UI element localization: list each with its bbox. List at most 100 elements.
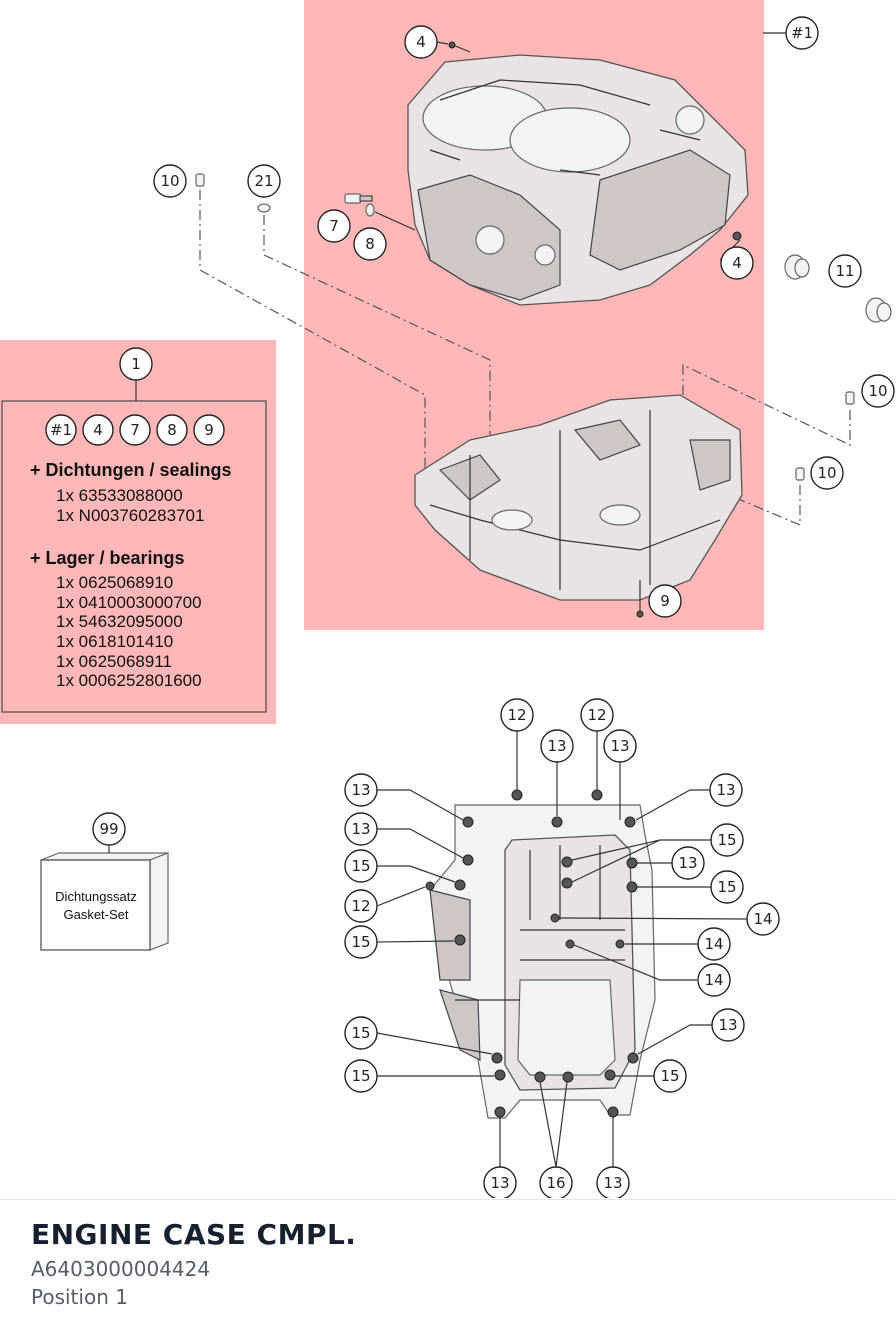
callout-assembly-1[interactable]: #1 — [785, 16, 819, 50]
callout-12[interactable]: 12 — [580, 698, 614, 732]
ref-chip: 9 — [204, 421, 214, 439]
svg-text:15: 15 — [351, 1024, 370, 1042]
callout-21[interactable]: 21 — [247, 164, 281, 198]
svg-text:12: 12 — [507, 706, 526, 724]
svg-text:12: 12 — [351, 897, 370, 915]
svg-text:21: 21 — [254, 172, 273, 190]
crankcase-bottom-view-drawing — [429, 804, 656, 1119]
lower-crankcase-drawing — [414, 394, 743, 601]
callout-10[interactable]: 10 — [861, 374, 895, 408]
gasket-set-label-de: Dichtungssatz — [55, 889, 137, 904]
svg-text:14: 14 — [704, 935, 723, 953]
callout-15[interactable]: 15 — [344, 849, 378, 883]
part-title: ENGINE CASE CMPL. — [31, 1218, 357, 1251]
gasket-set-box[interactable]: Dichtungssatz Gasket-Set — [40, 843, 169, 951]
bottom-view-bolts — [425, 789, 639, 1118]
svg-text:13: 13 — [351, 820, 370, 838]
ref-chip: #1 — [50, 421, 72, 439]
callout-13[interactable]: 13 — [344, 773, 378, 807]
callout-4[interactable]: 4 — [404, 25, 438, 59]
svg-text:14: 14 — [753, 910, 772, 928]
callout-12[interactable]: 12 — [344, 889, 378, 923]
dowel-10-left — [195, 173, 205, 187]
callout-13[interactable]: 13 — [483, 1166, 517, 1198]
svg-text:14: 14 — [704, 971, 723, 989]
upper-crankcase-drawing — [407, 54, 749, 306]
bearings-heading: + Lager / bearings — [30, 548, 185, 568]
callout-16[interactable]: 16 — [539, 1166, 573, 1198]
callout-14[interactable]: 14 — [746, 902, 780, 936]
svg-text:13: 13 — [718, 1016, 737, 1034]
svg-text:#1: #1 — [791, 24, 813, 42]
bolt-4-top — [452, 44, 471, 53]
callout-10[interactable]: 10 — [153, 164, 187, 198]
callout-11[interactable]: 11 — [828, 254, 862, 288]
part-number: A6403000004424 — [31, 1257, 211, 1281]
callout-13[interactable]: 13 — [344, 812, 378, 846]
gasket-set-label-en: Gasket-Set — [63, 907, 128, 922]
callout-15[interactable]: 15 — [653, 1059, 687, 1093]
svg-text:11: 11 — [835, 262, 854, 280]
ref-chip: 8 — [167, 421, 177, 439]
exploded-parts-diagram: #1 4 7 8 9 + Dichtungen / sealings 1x 63… — [0, 0, 895, 1198]
svg-text:9: 9 — [660, 592, 670, 610]
svg-text:13: 13 — [547, 737, 566, 755]
svg-text:99: 99 — [99, 820, 118, 838]
svg-text:4: 4 — [732, 254, 742, 272]
callout-15[interactable]: 15 — [710, 870, 744, 904]
callout-14[interactable]: 14 — [697, 927, 731, 961]
callout-13[interactable]: 13 — [709, 773, 743, 807]
callout-12[interactable]: 12 — [500, 698, 534, 732]
ref-chips: #1 4 7 8 9 — [45, 414, 225, 446]
kit-contents-box: #1 4 7 8 9 + Dichtungen / sealings 1x 63… — [1, 380, 267, 713]
svg-text:13: 13 — [716, 781, 735, 799]
svg-text:10: 10 — [817, 464, 836, 482]
callout-13[interactable]: 13 — [711, 1008, 745, 1042]
dowel-10-right-a — [845, 391, 855, 405]
callout-1[interactable]: 1 — [119, 347, 153, 381]
bearing-item: 1x 54632095000 — [56, 612, 183, 631]
sealings-heading: + Dichtungen / sealings — [30, 460, 232, 480]
svg-text:15: 15 — [351, 1067, 370, 1085]
svg-text:4: 4 — [416, 33, 426, 51]
callout-15[interactable]: 15 — [344, 925, 378, 959]
selected-info-area[interactable] — [0, 340, 276, 724]
callout-15[interactable]: 15 — [344, 1059, 378, 1093]
svg-text:15: 15 — [660, 1067, 679, 1085]
callout-10[interactable]: 10 — [810, 456, 844, 490]
bearing-item: 1x 0625068910 — [56, 573, 173, 592]
sealing-item: 1x N003760283701 — [56, 506, 204, 525]
callout-99[interactable]: 99 — [92, 812, 126, 846]
callout-14[interactable]: 14 — [697, 963, 731, 997]
svg-text:1: 1 — [131, 355, 141, 373]
callout-7[interactable]: 7 — [317, 209, 351, 243]
sealing-item: 1x 63533088000 — [56, 486, 183, 505]
callout-8[interactable]: 8 — [353, 227, 387, 261]
callout-13[interactable]: 13 — [540, 729, 574, 763]
svg-text:15: 15 — [717, 878, 736, 896]
bearing-item: 1x 0006252801600 — [56, 671, 202, 690]
callout-9[interactable]: 9 — [648, 584, 682, 618]
dowel-10-right-b — [795, 467, 805, 481]
callout-4[interactable]: 4 — [720, 246, 754, 280]
svg-text:15: 15 — [717, 831, 736, 849]
svg-text:15: 15 — [351, 857, 370, 875]
sleeve-11 — [784, 254, 892, 323]
callout-15[interactable]: 15 — [710, 823, 744, 857]
bearing-item: 1x 0625068911 — [56, 652, 172, 671]
svg-text:7: 7 — [329, 217, 339, 235]
svg-text:16: 16 — [546, 1174, 565, 1192]
callout-13[interactable]: 13 — [671, 846, 705, 880]
svg-text:13: 13 — [490, 1174, 509, 1192]
bearing-item: 1x 0618101410 — [56, 632, 173, 651]
svg-text:8: 8 — [365, 235, 375, 253]
callout-13[interactable]: 13 — [603, 729, 637, 763]
callout-13[interactable]: 13 — [596, 1166, 630, 1198]
bolt-7-and-washer-8 — [344, 193, 416, 231]
part-info-footer: ENGINE CASE CMPL. A6403000004424 Positio… — [0, 1199, 896, 1336]
svg-text:12: 12 — [587, 706, 606, 724]
bearing-item: 1x 0410003000700 — [56, 593, 202, 612]
ref-chip: 4 — [93, 421, 103, 439]
callout-15[interactable]: 15 — [344, 1016, 378, 1050]
svg-text:13: 13 — [678, 854, 697, 872]
